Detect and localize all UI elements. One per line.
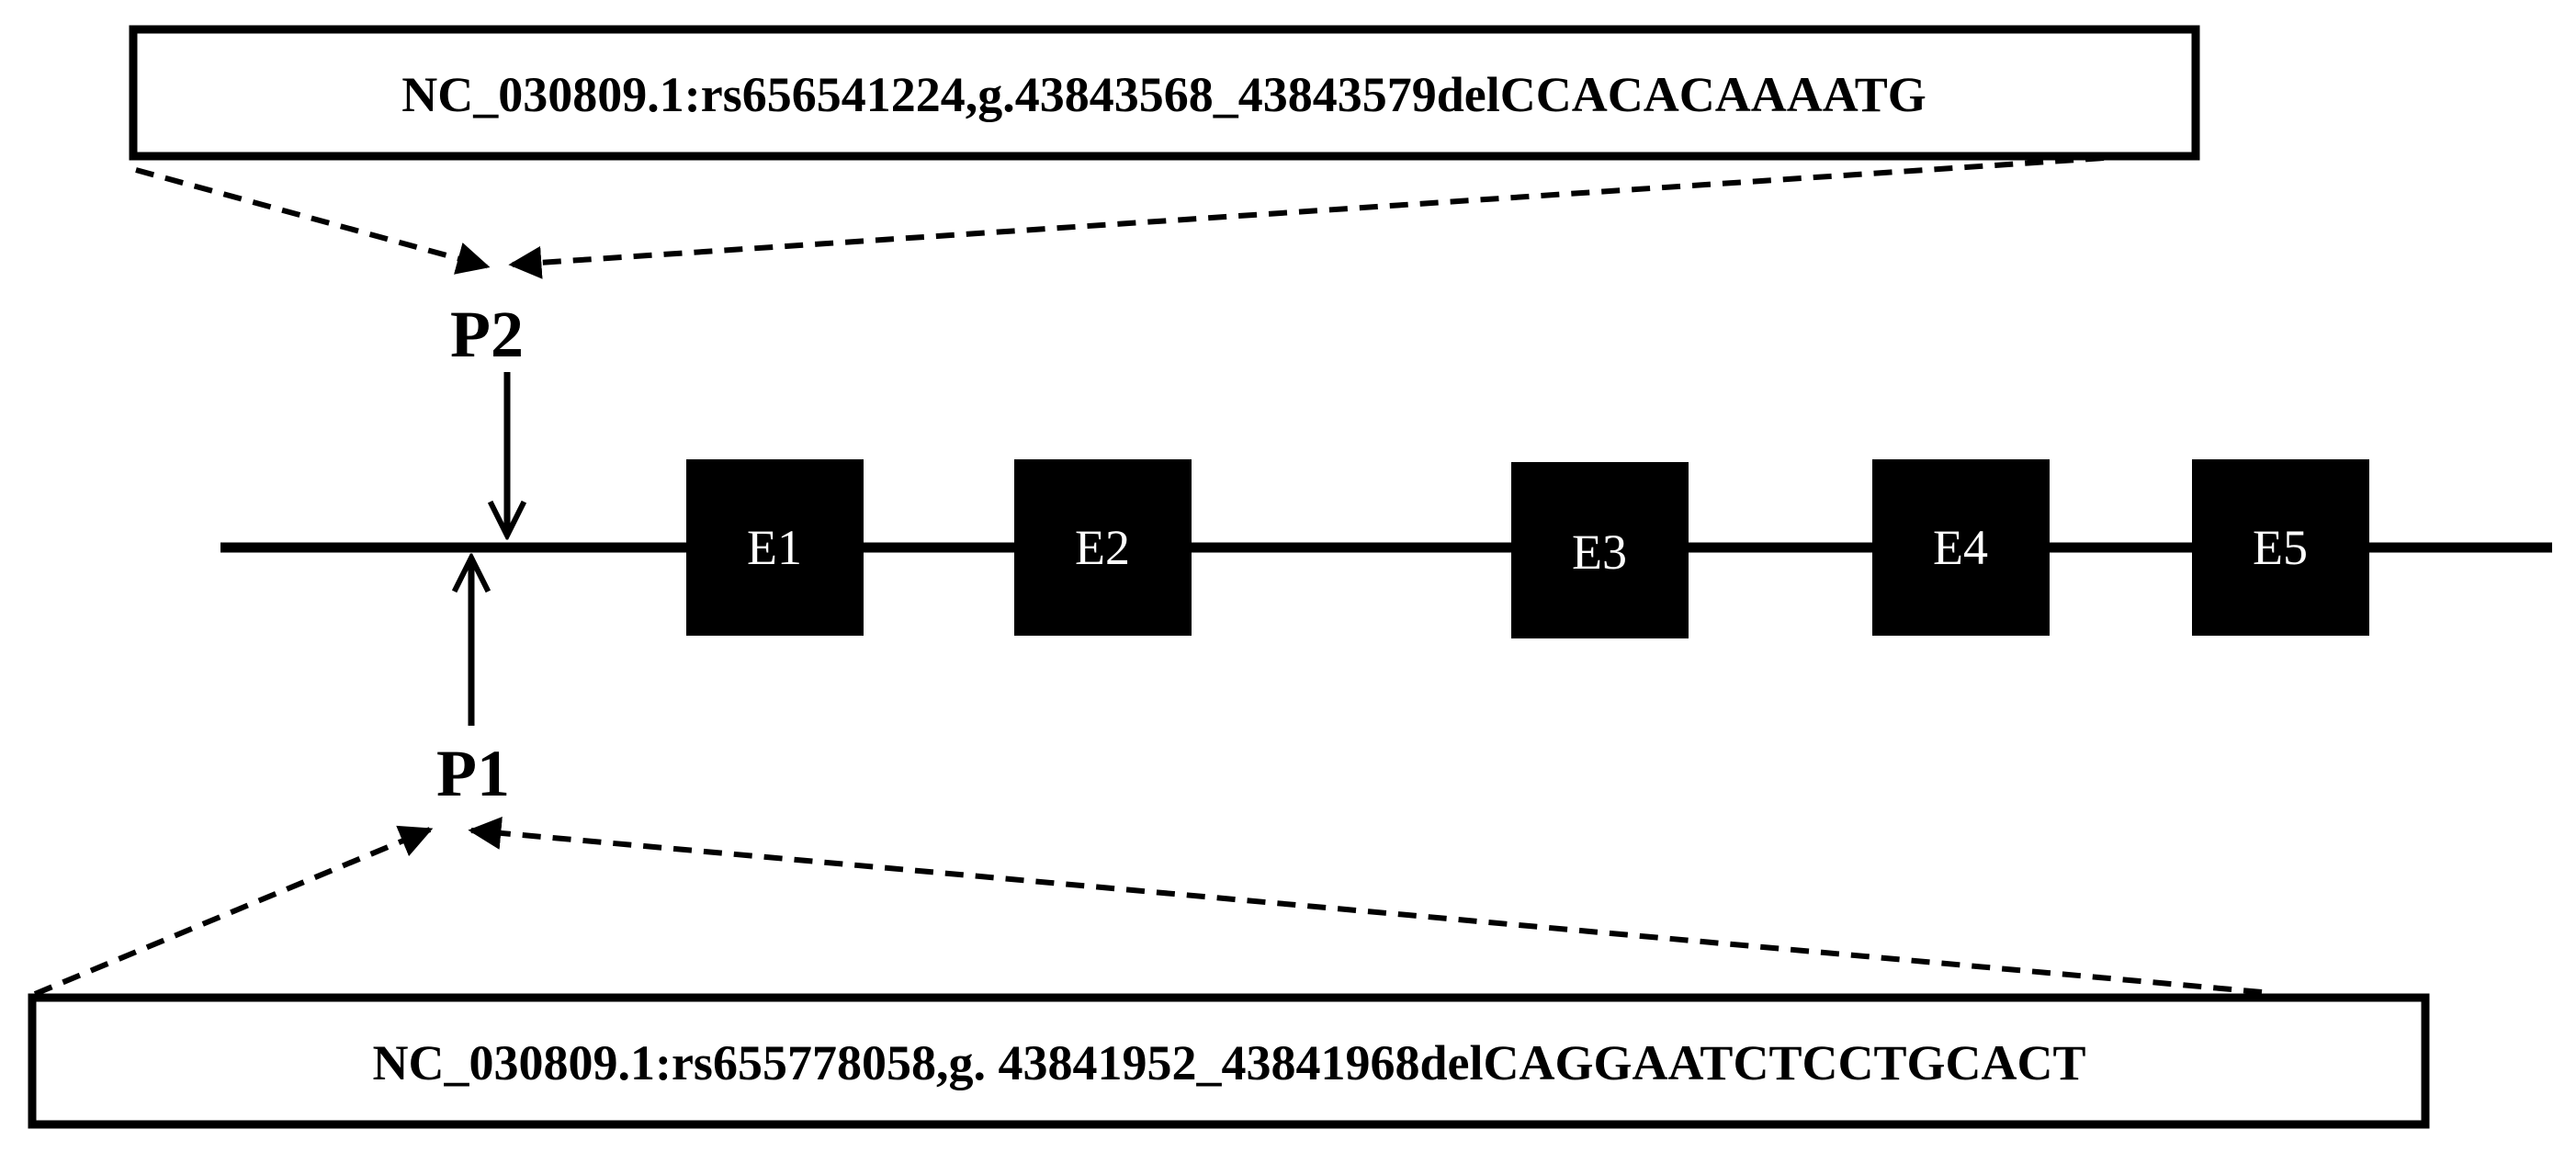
p2-variant-label: NC_030809.1:rs656541224,g.43843568_43843… [401,67,1926,122]
exon-e4: E4 [1872,459,2050,636]
p2-label: P2 [450,298,524,371]
p1-variant-box-frame [28,993,2430,1129]
p1-right-dashed-arrow [468,816,2263,995]
exon-e2: E2 [1014,459,1192,636]
exon-e4-box [1872,459,2050,636]
exon-e5: E5 [2192,459,2369,636]
p2-variant-box: NC_030809.1:rs656541224,g.43843568_43843… [129,25,2200,161]
p1-label: P1 [436,737,510,810]
exon-e1: E1 [686,459,864,636]
p2-callout-arrows [135,155,2105,279]
exon-e3: E3 [1511,462,1689,638]
exon-e1-label: E1 [747,520,802,575]
p1-left-dashed-arrow [33,825,434,997]
p2-variant-box-frame [129,25,2200,161]
p2-left-dashed-arrow [135,167,491,275]
exon-e5-label: E5 [2253,520,2308,575]
exon-e4-label: E4 [1933,520,1988,575]
exon-e2-box [1014,459,1192,636]
p1-variant-label: NC_030809.1:rs655778058,g. 43841952_4384… [372,1035,2085,1090]
exon-e2-label: E2 [1075,520,1130,575]
p1-variant-box: NC_030809.1:rs655778058,g. 43841952_4384… [28,993,2430,1129]
exon-e1-box [686,459,864,636]
p2-right-dashed-arrow [508,155,2105,279]
exon-e3-label: E3 [1572,525,1627,580]
exon-e3-box [1511,462,1689,638]
p1-callout-arrows [33,816,2263,997]
exon-e5-box [2192,459,2369,636]
